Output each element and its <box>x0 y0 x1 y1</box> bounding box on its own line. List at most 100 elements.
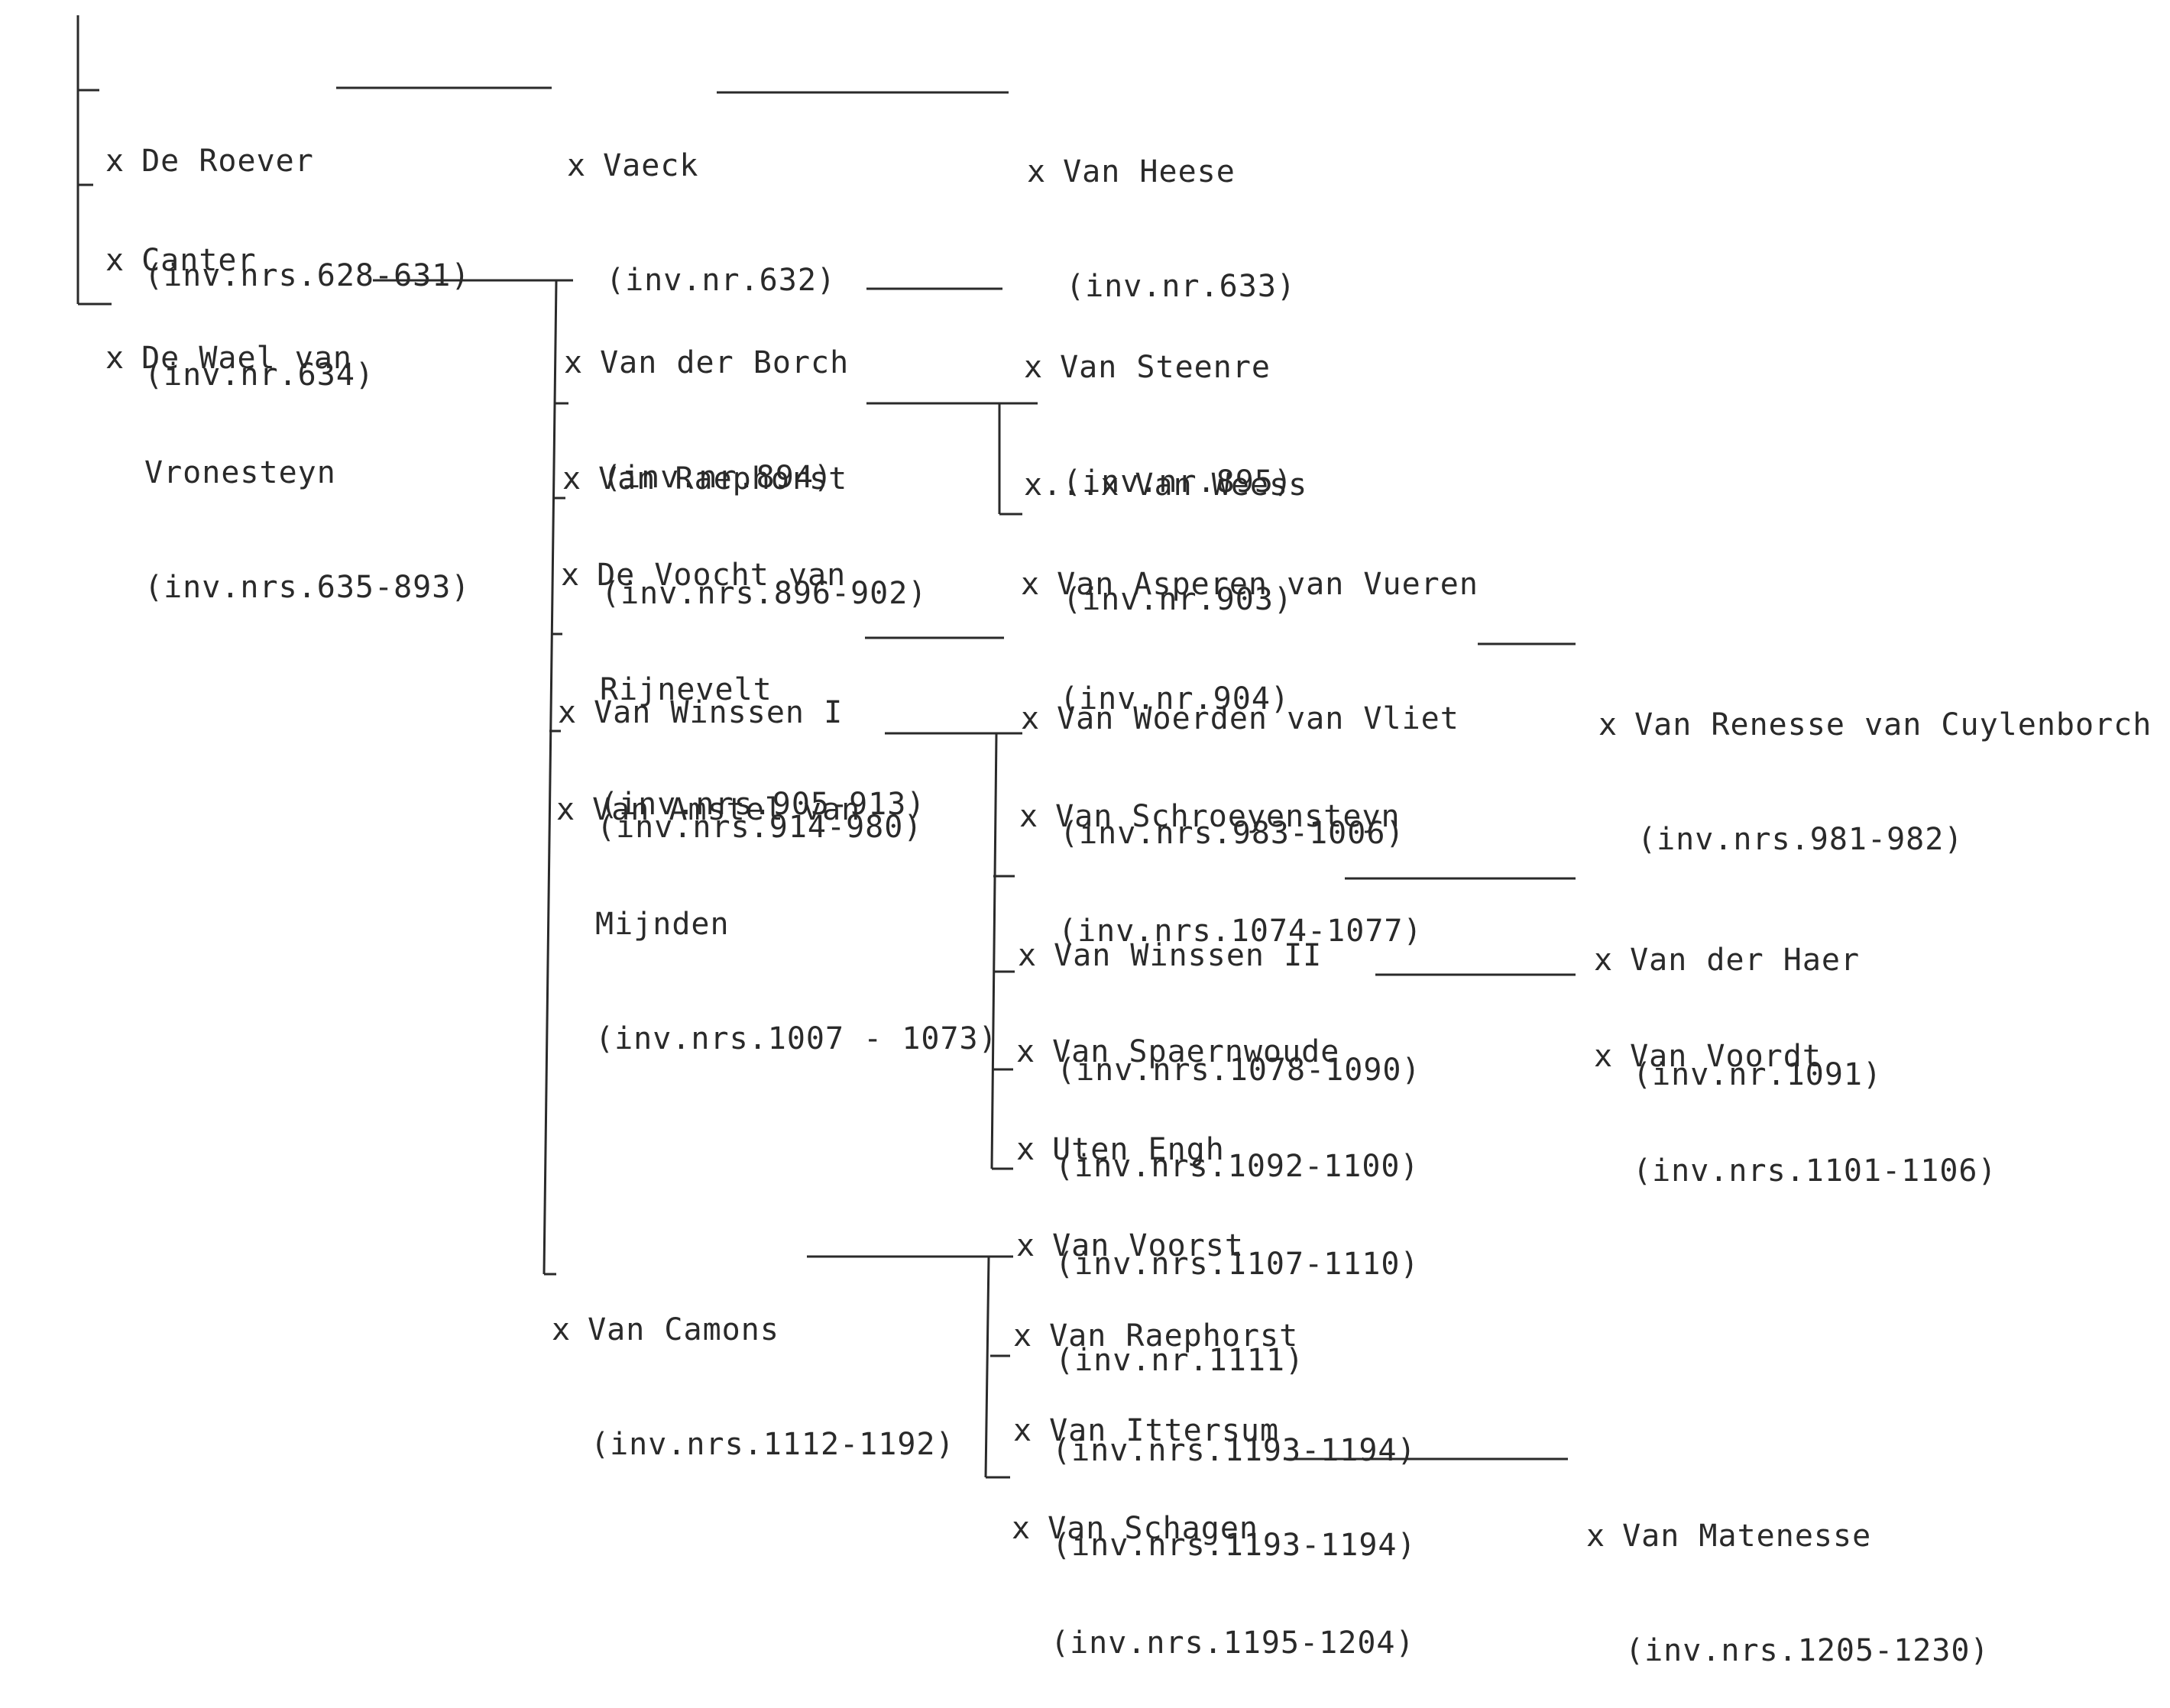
node-name: Vaeck <box>603 148 699 183</box>
node-van-spaernwoude: x Van Spaernwoude (inv.nrs.1092-1100) <box>1016 956 1420 1224</box>
inventory-range: (inv.nrs.1195-1204) <box>1051 1626 1415 1661</box>
node-van-voordt: x Van Voordt (inv.nrs.1101-1106) <box>1594 961 1997 1228</box>
connector-trunk-2 <box>542 280 558 1275</box>
node-name: Van Steenre <box>1060 350 1271 385</box>
inventory-range: (inv.nrs.1078-1090) <box>1057 1053 1421 1088</box>
node-name: De Wael van <box>141 341 352 376</box>
inventory-range: (inv.nrs.1193-1194) <box>1052 1433 1417 1468</box>
node-name: Van Ittersum <box>1049 1413 1280 1448</box>
inventory-range: (inv.nrs.1092-1100) <box>1055 1149 1420 1184</box>
marriage-marker: x <box>558 695 578 730</box>
inventory-range: (inv.nr.633) <box>1066 269 1296 304</box>
node-name-cont: Rijnevelt <box>600 672 772 707</box>
node-van-schroeyensteyn: x Van Schroeyensteyn (inv.nrs.1074-1077) <box>1019 721 1423 988</box>
node-uten-engh: x Uten Engh (inv.nrs.1107-1110) <box>1016 1054 1420 1321</box>
node-name: Van Schagen <box>1048 1511 1258 1546</box>
marriage-marker: x <box>1021 701 1041 736</box>
node-van-raephorst-2: x Van Raephorst (inv.nrs.1193-1194) <box>1013 1241 1417 1508</box>
node-name: De Roever <box>141 144 314 179</box>
node-name: Van Winssen I <box>594 695 844 730</box>
connector-trunk-4 <box>990 733 998 1169</box>
marriage-marker: x <box>1594 943 1614 978</box>
inventory-range: (inv.nrs.1074-1077) <box>1058 914 1423 949</box>
node-name: Van Spaernwoude <box>1052 1034 1340 1069</box>
node-name: Van Woerden van Vliet <box>1057 701 1459 736</box>
inventory-range: (inv.nrs.905-913) <box>600 787 926 822</box>
node-name: Van Matenesse <box>1622 1519 1872 1554</box>
node-van-amstel: x Van Amstel van Mijnden (inv.nrs.1007 - … <box>556 714 998 1096</box>
node-name: Van Winssen II <box>1054 938 1323 973</box>
node-name: Van Amstel van <box>592 792 861 827</box>
node-de-voocht: x De Voocht van Rijnevelt (inv.nrs.905-91… <box>561 480 925 862</box>
inventory-range: (inv.nrs.983-1006) <box>1060 816 1405 851</box>
marriage-marker: x <box>1012 1511 1032 1546</box>
inventory-range: (inv.nr.634) <box>144 357 374 393</box>
marriage-marker: x <box>561 558 581 593</box>
node-name: Van Asperen van Vueren <box>1057 567 1479 602</box>
node-name: Van der Borch <box>600 345 850 380</box>
node-name-cont: Mijnden <box>595 907 730 942</box>
inventory-range: (inv.nrs.1193-1194) <box>1052 1528 1417 1563</box>
inventory-range: (inv.nrs.1112-1192) <box>591 1427 955 1462</box>
node-name: Van Weess <box>1135 467 1308 503</box>
marriage-marker: x <box>1016 1034 1036 1069</box>
node-name: Van der Haer <box>1630 943 1861 978</box>
inventory-range: (inv.nrs.1107-1110) <box>1055 1247 1420 1282</box>
marriage-marker: x <box>556 792 576 827</box>
inventory-range: (inv.nrs.635-893) <box>144 570 471 605</box>
inventory-range: (inv.nr.904) <box>1060 681 1290 717</box>
marriage-marker: x <box>552 1312 572 1347</box>
node-van-winssen-1: x Van Winssen I (inv.nrs.914-980) <box>558 617 922 885</box>
inventory-range: (inv.nr.632) <box>606 263 836 298</box>
node-van-camons: x Van Camons (inv.nrs.1112-1192) <box>552 1234 955 1502</box>
inventory-range: (inv.nrs.914-980) <box>597 810 923 845</box>
inventory-range: (inv.nrs.1205-1230) <box>1625 1633 1990 1668</box>
node-van-schagen: x Van Schagen (inv.nrs.1195-1204) <box>1012 1433 1415 1700</box>
connector-lines <box>76 15 1576 1479</box>
inventory-range: (inv.nrs.981-982) <box>1637 822 1964 857</box>
marriage-marker: x <box>562 461 582 497</box>
marriage-marker: x <box>1016 1132 1036 1167</box>
node-van-matenesse: x Van Matenesse (inv.nrs.1205-1230) <box>1586 1441 1990 1708</box>
node-name: Van Renesse van Cuylenborch <box>1634 707 2152 742</box>
marriage-marker: x <box>564 345 584 380</box>
node-van-asperen: x Van Asperen van Vueren (inv.nr.904) <box>1021 489 1479 756</box>
marriage-marker: x <box>105 144 125 179</box>
node-name: Uten Engh <box>1052 1132 1225 1167</box>
inventory-range: (inv.nrs.1007 - 1073) <box>595 1021 998 1056</box>
marriage-marker: x <box>1586 1519 1606 1554</box>
inventory-range: (inv.nr.1111) <box>1055 1343 1305 1378</box>
inventory-range: (inv.nr.894) <box>603 460 833 495</box>
node-van-renesse: x Van Renesse van Cuylenborch (inv.nrs.98… <box>1598 629 2152 897</box>
node-name: Canter <box>141 243 257 278</box>
node-name: De Voocht van <box>597 558 847 593</box>
marriage-marker: x <box>1019 799 1039 834</box>
node-name: Van Schroeyensteyn <box>1055 799 1401 834</box>
inventory-range: (inv.nrs.896-902) <box>601 576 928 611</box>
connector-trunk-5 <box>984 1256 990 1478</box>
marriage-marker: x <box>1024 350 1044 385</box>
marriage-marker: x <box>1013 1318 1033 1354</box>
node-name: Van Raephorst <box>1049 1318 1299 1354</box>
marriage-marker: x <box>105 243 125 278</box>
inventory-range: (inv.nr.903) <box>1063 582 1293 617</box>
node-canter: x Canter (inv.nr.634) <box>105 165 374 432</box>
node-van-winssen-2: x Van Winssen II (inv.nrs.1078-1090) <box>1018 860 1421 1127</box>
inventory-range: (inv.nrs.1101-1106) <box>1633 1153 1997 1189</box>
node-name: Van Voordt <box>1630 1039 1822 1074</box>
marriage-marker: x <box>1021 567 1041 602</box>
node-name: Van Camons <box>588 1312 779 1347</box>
node-name-cont: Vronesteyn <box>144 455 336 490</box>
node-prefix: ...x <box>1043 467 1120 503</box>
node-name: Van Voorst <box>1052 1228 1244 1263</box>
marriage-marker: x <box>1027 154 1047 189</box>
marriage-marker: x <box>1598 707 1618 742</box>
marriage-marker: x <box>1594 1039 1614 1074</box>
inventory-range: (inv.nr.1091) <box>1633 1057 1883 1092</box>
node-van-woerden: x Van Woerden van Vliet (inv.nrs.983-1006… <box>1021 623 1459 891</box>
